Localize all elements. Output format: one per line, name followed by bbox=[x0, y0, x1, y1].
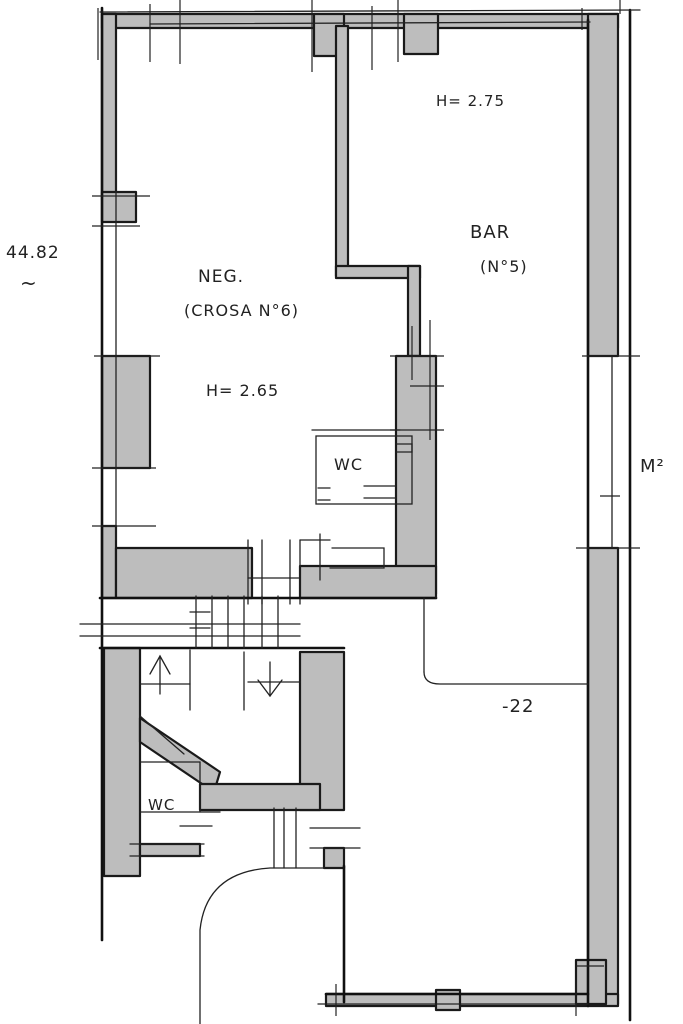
wc-upper-outline bbox=[315, 435, 413, 505]
bar-room-height: H= 2.75 bbox=[436, 92, 505, 110]
wall-partition-vertical bbox=[334, 24, 350, 278]
wall-top-pier-2 bbox=[402, 12, 440, 56]
area-unit: M² bbox=[640, 456, 665, 477]
neg-room-owner: (CROSA N°6) bbox=[184, 301, 299, 320]
wall-wc-lower-bottom bbox=[138, 842, 202, 858]
wall-wc-lower-top bbox=[198, 782, 322, 812]
wall-partition-lower bbox=[406, 264, 422, 358]
wall-right-upper bbox=[586, 12, 620, 358]
wall-left-lower bbox=[100, 524, 118, 600]
wc-lower-label: WC bbox=[148, 796, 175, 814]
labels: NEG. (CROSA N°6) H= 2.65 H= 2.75 BAR (N°… bbox=[6, 92, 665, 814]
wall-pier-lower bbox=[322, 846, 346, 870]
wall-left-mid bbox=[100, 354, 152, 470]
level-label: -22 bbox=[502, 696, 534, 717]
neg-room-height: H= 2.65 bbox=[206, 381, 279, 400]
line-work bbox=[79, 0, 641, 1024]
wc-upper-label: WC bbox=[334, 455, 363, 474]
wall-right-lower bbox=[586, 546, 620, 1006]
bar-room-number: (N°5) bbox=[480, 257, 528, 276]
wall-diagonal bbox=[138, 716, 222, 794]
wall-left-upper bbox=[100, 12, 118, 202]
neg-room-name: NEG. bbox=[198, 267, 244, 287]
wall-lower-left bbox=[102, 646, 142, 878]
walls bbox=[100, 12, 620, 1012]
wall-wc-right bbox=[394, 354, 438, 596]
curved-corner bbox=[199, 867, 325, 1024]
area-value: 44.82 bbox=[6, 243, 60, 263]
bar-room-name: BAR bbox=[470, 222, 510, 243]
wall-neg-bottom bbox=[114, 546, 254, 600]
wall-bottom-right-pier bbox=[574, 958, 608, 1006]
area-approx: ~ bbox=[20, 271, 38, 295]
